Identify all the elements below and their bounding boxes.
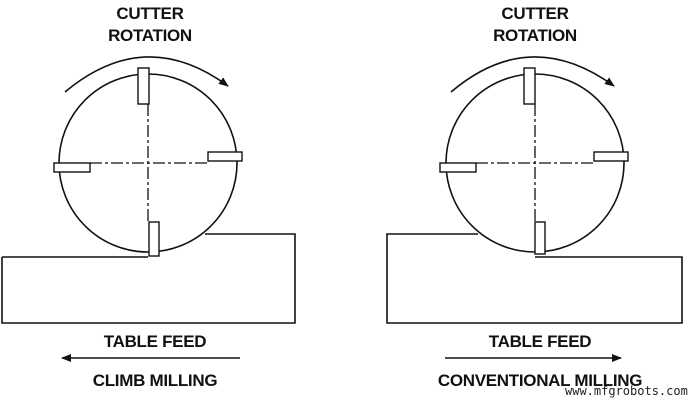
cutter-tooth-top — [137, 67, 150, 105]
table-feed-label: TABLE FEED — [489, 332, 591, 351]
workpiece — [386, 233, 683, 324]
climb-milling-title: CLIMB MILLING — [93, 371, 218, 390]
conventional-milling-panel: CUTTER ROTATION TABLE FEED CONVENTIONAL … — [386, 4, 683, 390]
cutter-label: CUTTER — [501, 4, 568, 23]
cutter-tooth-left — [53, 162, 91, 173]
rotation-arrow — [64, 56, 229, 93]
rotation-label: ROTATION — [493, 26, 577, 45]
rotation-arrow — [450, 56, 615, 93]
cutter-tooth-bottom — [148, 221, 160, 257]
rotation-label: ROTATION — [108, 26, 192, 45]
cutter-label: CUTTER — [116, 4, 183, 23]
table-feed-label: TABLE FEED — [104, 332, 206, 351]
cutter-tooth-top — [523, 67, 536, 105]
conventional-milling-title: CONVENTIONAL MILLING — [438, 371, 642, 390]
cutter-tooth-bottom — [534, 221, 546, 255]
workpiece — [1, 233, 296, 324]
cutter-tooth-right — [593, 151, 629, 162]
climb-milling-panel: CUTTER ROTATION TABLE FEED CLIMB MILLING — [1, 4, 296, 390]
watermark: www.mfgrobots.com — [565, 384, 688, 398]
cutter-tooth-right — [207, 151, 243, 162]
cutter-tooth-left — [439, 162, 477, 173]
